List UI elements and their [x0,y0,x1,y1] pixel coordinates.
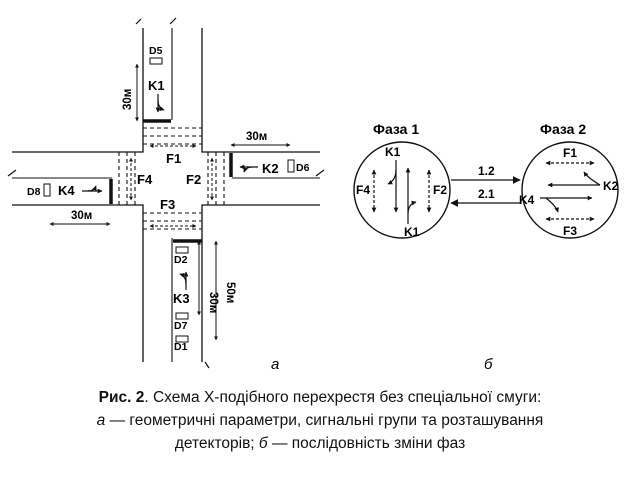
flow-label-f3: F3 [160,197,175,212]
phase2-group-k2: K2 [603,179,619,193]
transition-2-1: 2.1 [478,187,495,201]
figure-caption: Рис. 2. Схема Х-подібного перехрестя без… [0,386,640,455]
sublabel-b: б [484,356,493,373]
phase2-arrows [540,160,601,222]
detector-d6-box [287,159,295,173]
caption-figure-label: Рис. 2 [98,389,145,406]
detector-label-d7: D7 [174,320,188,332]
k3-arrows [179,271,189,290]
phase1-group-k1-top: K1 [385,145,401,159]
dim-east: 30м [246,131,267,143]
caption-line-3: детекторів; б — послідовність зміни фаз [0,432,640,455]
caption-line-1-text: . Схема Х-подібного перехрестя без спеці… [144,389,542,406]
group-label-k2: K2 [262,161,279,176]
dim-south-inner: 30м [207,292,219,313]
detector-d1-box [175,335,189,343]
k2-arrows [239,164,258,173]
dim-south-outer: 50м [224,282,236,303]
detector-label-d5: D5 [149,45,163,57]
flow-arrows [129,144,214,228]
centre-lines [12,28,320,362]
phase1-circle [353,141,451,239]
caption-a-ref: а [96,412,106,429]
flow-label-f1: F1 [166,151,181,166]
crosswalk-north [143,127,202,145]
crosswalk-west [118,152,136,205]
phase-sequence: Фаза 1 Фаза 2 F4 F2 K1 K1 F1 F3 K2 K4 [353,121,619,373]
detectors [43,57,295,343]
dim-north: 30м [122,89,134,110]
detector-label-d1: D1 [174,341,188,353]
phase2-group-k4: K4 [519,193,535,207]
phase1-flow-f2: F2 [433,183,447,197]
road-break-marks [7,17,325,369]
transition-arrows [450,176,521,207]
phase1-title: Фаза 1 [373,121,419,137]
phase2-circle [521,141,619,239]
phase1-arrows [371,160,432,224]
crosswalk-east [207,152,225,205]
dim-west: 30м [71,210,92,222]
group-label-k3: K3 [173,291,190,306]
road-outline [12,28,320,362]
k1-arrows [155,94,165,113]
phase1-group-k1-bottom: K1 [404,225,420,239]
caption-line-3-start: детекторів; [174,435,259,452]
caption-line-2: а — геометричні параметри, сигнальні гру… [0,409,640,432]
phase1-flow-f4: F4 [356,183,370,197]
detector-label-d8: D8 [27,186,41,198]
transition-1-2: 1.2 [478,164,495,178]
dimension-lines [49,63,291,341]
caption-b-ref: б [258,435,268,452]
detector-label-d6: D6 [296,162,310,174]
sublabel-a: а [271,356,279,373]
k4-arrows [82,185,103,194]
group-label-k4: K4 [58,183,75,198]
caption-line-3-text: — послідовність зміни фаз [267,435,466,452]
intersection-schematic: F1 F2 F3 F4 K1 K2 K3 K4 [7,17,325,373]
crosswalk-south [143,212,202,230]
stop-lines [109,119,233,243]
flow-label-f4: F4 [137,172,153,187]
flow-label-f2: F2 [186,172,201,187]
group-label-k1: K1 [148,78,165,93]
intersection-figure: F1 F2 F3 F4 K1 K2 K3 K4 [7,17,619,373]
phase2-title: Фаза 2 [540,121,586,137]
detector-d5-box [149,57,163,65]
caption-line-2-text: — геометричні параметри, сигнальні групи… [105,412,544,429]
detector-label-d2: D2 [174,254,188,266]
detector-d2-box [175,246,189,254]
phase2-flow-f1: F1 [563,146,577,160]
phase2-flow-f3: F3 [563,224,577,238]
detector-d7-box [175,312,189,320]
caption-line-1: Рис. 2. Схема Х-подібного перехрестя без… [0,386,640,409]
detector-d8-box [43,183,51,197]
